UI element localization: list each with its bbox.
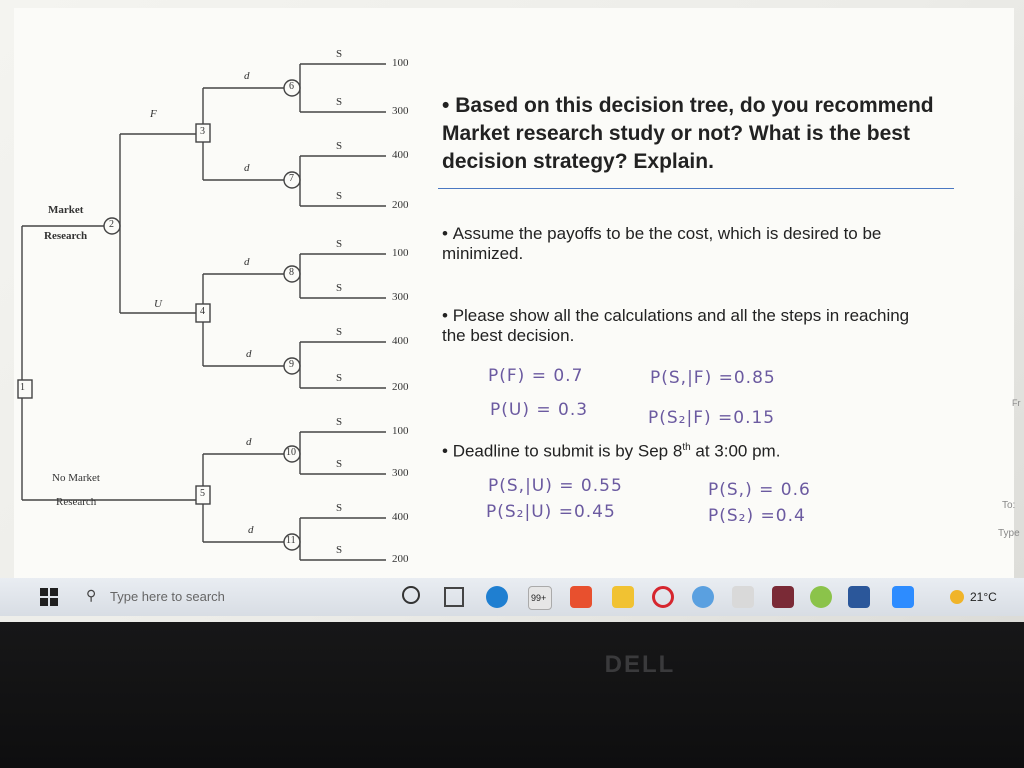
handwritten-ps1u: P(S,|U) = 0.55 — [488, 476, 623, 496]
taskbar: ⚲ Type here to search 99+ 21°C — [0, 578, 1024, 616]
file-explorer-icon[interactable] — [612, 586, 634, 608]
handwritten-pf: P(F) = 0.7 — [488, 366, 584, 386]
weather-icon[interactable] — [950, 590, 964, 604]
calc-bullet: • Please show all the calculations and a… — [442, 306, 910, 345]
payoff: 200 — [392, 199, 409, 211]
question-block: • Based on this decision tree, do you re… — [442, 92, 982, 176]
edge-text-type: Type — [998, 528, 1020, 539]
handwritten-ps1: P(S,) = 0.6 — [708, 480, 811, 500]
assume-bullet: • Assume the payoffs to be the cost, whi… — [442, 224, 882, 263]
dell-logo: DELL — [604, 651, 676, 678]
bullet-icon: • — [442, 224, 453, 243]
branch-f: F — [150, 108, 157, 120]
slide: 1 3 4 5 2 6 7 8 9 10 11 Market Research … — [14, 8, 1014, 578]
task-view-icon[interactable] — [444, 587, 464, 607]
chance-node-10: 10 — [286, 447, 296, 458]
branch-research: Research — [44, 230, 88, 242]
state-label: S — [336, 96, 343, 108]
bullet-icon: • — [442, 94, 456, 117]
question-line-2: Market research study or not? What is th… — [442, 122, 910, 145]
payoff: 400 — [392, 335, 409, 347]
state-label: S — [336, 416, 343, 428]
search-box[interactable]: ⚲ Type here to search — [82, 584, 382, 610]
search-icon: ⚲ — [86, 587, 97, 603]
word-icon[interactable] — [848, 586, 870, 608]
branch-d1-mid: d — [244, 256, 250, 268]
branch-d1-top: d — [244, 70, 250, 82]
payoff: 100 — [392, 247, 409, 259]
chance-node-2: 2 — [109, 219, 114, 230]
mail-icon[interactable]: 99+ — [528, 586, 552, 610]
state-label: S — [336, 238, 343, 250]
chance-node-7: 7 — [289, 173, 294, 184]
decision-node-4: 4 — [200, 306, 205, 317]
opera-icon[interactable] — [652, 586, 674, 608]
cortana-icon[interactable] — [402, 586, 420, 604]
payoff: 300 — [392, 291, 409, 303]
branch-no-market: No Market — [52, 472, 100, 484]
chance-node-9: 9 — [289, 359, 294, 370]
branch-d2-mid: d — [246, 348, 252, 360]
handwritten-ps2: P(S₂) =0.4 — [708, 506, 806, 526]
handwritten-ps2u: P(S₂|U) =0.45 — [486, 502, 616, 522]
state-label: S — [336, 502, 343, 514]
chance-node-8: 8 — [289, 267, 294, 278]
decision-node-1: 1 — [20, 382, 25, 393]
decision-node-5: 5 — [200, 488, 205, 499]
payoff: 200 — [392, 381, 409, 393]
branch-d2-bottom: d — [248, 524, 254, 536]
state-label: S — [336, 372, 343, 384]
office-icon[interactable] — [570, 586, 592, 608]
branch-no-market-research: Research — [56, 496, 97, 508]
branch-market: Market — [48, 204, 84, 216]
windows-start-icon[interactable] — [40, 588, 58, 606]
payoff: 400 — [392, 511, 409, 523]
branch-d2-top: d — [244, 162, 250, 174]
branch-u: U — [154, 298, 162, 310]
state-label: S — [336, 48, 343, 60]
laptop-screen: 1 3 4 5 2 6 7 8 9 10 11 Market Research … — [0, 0, 1024, 622]
bullet-icon: • — [442, 441, 453, 461]
state-label: S — [336, 190, 343, 202]
divider-line — [438, 188, 954, 189]
state-label: S — [336, 458, 343, 470]
edge-text-fr: Fr — [1012, 398, 1021, 408]
handwritten-pu: P(U) = 0.3 — [490, 400, 589, 420]
deadline-bullet: • Deadline to submit is by Sep 8th at 3:… — [442, 441, 781, 461]
decision-node-3: 3 — [200, 126, 205, 137]
question-line-3: decision strategy? Explain. — [442, 150, 714, 173]
payoff: 100 — [392, 57, 409, 69]
zoom-icon[interactable] — [892, 586, 914, 608]
handwritten-ps1f: P(S,|F) =0.85 — [650, 368, 776, 388]
temperature[interactable]: 21°C — [970, 590, 997, 604]
question-line-1: • Based on this decision tree, do you re… — [442, 94, 934, 117]
search-placeholder: Type here to search — [110, 589, 225, 604]
decision-tree — [17, 63, 386, 561]
bullet-icon: • — [442, 306, 453, 325]
app-icon[interactable] — [732, 586, 754, 608]
onenote-icon[interactable] — [772, 586, 794, 608]
mail-badge: 99+ — [531, 593, 547, 603]
payoff: 300 — [392, 105, 409, 117]
payoff: 400 — [392, 149, 409, 161]
chance-node-11: 11 — [286, 535, 296, 546]
state-label: S — [336, 282, 343, 294]
chrome-icon[interactable] — [692, 586, 714, 608]
edge-icon[interactable] — [486, 586, 508, 608]
state-label: S — [336, 326, 343, 338]
state-label: S — [336, 140, 343, 152]
app-green-icon[interactable] — [810, 586, 832, 608]
handwritten-ps2f: P(S₂|F) =0.15 — [648, 408, 776, 428]
branch-d1-bottom: d — [246, 436, 252, 448]
payoff: 300 — [392, 467, 409, 479]
payoff: 200 — [392, 553, 409, 565]
state-label: S — [336, 544, 343, 556]
edge-text-to: To: — [1002, 500, 1016, 511]
chance-node-6: 6 — [289, 81, 294, 92]
payoff: 100 — [392, 425, 409, 437]
